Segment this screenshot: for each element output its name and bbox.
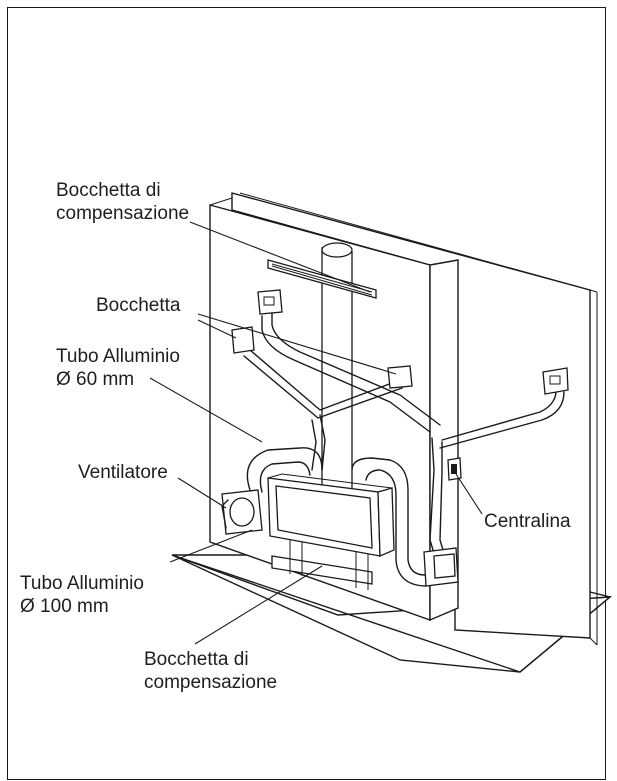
duct-100-left	[246, 447, 323, 491]
label-bocchetta-compensazione-bottom-line2: compensazione	[144, 672, 277, 693]
pointer-top-compensation	[189, 221, 371, 293]
duct-60-upper-left	[271, 311, 441, 426]
label-tubo-100-line2: Ø 100 mm	[20, 596, 109, 617]
label-bocchetta-compensazione-top-line1: Bocchetta di	[56, 180, 161, 201]
label-ventilatore: Ventilatore	[78, 462, 168, 483]
fan-unit	[221, 489, 263, 535]
label-centralina: Centralina	[484, 511, 571, 532]
vent-middle	[387, 365, 413, 389]
control-unit	[447, 457, 462, 481]
label-tubo-60-line2: Ø 60 mm	[56, 369, 134, 390]
bottom-compensation-grille	[271, 540, 373, 590]
label-tubo-60-line1: Tubo Alluminio	[56, 346, 180, 367]
fireplace-insert	[267, 473, 395, 557]
chimney-breast-front	[209, 204, 431, 621]
vent-upper	[257, 289, 283, 315]
duct-60-down-right	[429, 437, 437, 561]
pointer-tubo-60	[149, 377, 263, 443]
pointer-bocchetta-1	[197, 319, 237, 339]
label-tubo-100-line1: Tubo Alluminio	[20, 573, 144, 594]
chimney-breast-top	[209, 197, 233, 206]
pointer-bocchetta-2	[197, 313, 397, 375]
back-wall-corner	[589, 637, 598, 646]
duct-60-down-left	[319, 414, 326, 471]
back-wall-top-edge	[239, 192, 598, 293]
junction-box	[423, 547, 459, 587]
pointer-ventilatore	[177, 477, 227, 509]
duct-60-right	[441, 391, 557, 441]
pointer-tubo-100	[169, 529, 253, 563]
pointer-bottom-compensation	[194, 565, 323, 645]
label-bocchetta-compensazione-bottom-line1: Bocchetta di	[144, 649, 249, 670]
flue-pipe-top	[321, 242, 353, 258]
label-bocchetta: Bocchetta	[96, 295, 181, 316]
label-bocchetta-compensazione-top-line2: compensazione	[56, 203, 189, 224]
duct-60-mid-left	[249, 349, 401, 411]
vent-left	[231, 326, 255, 354]
vent-right	[542, 367, 569, 395]
duct-100-right	[351, 457, 426, 576]
pointer-centralina	[455, 473, 483, 515]
